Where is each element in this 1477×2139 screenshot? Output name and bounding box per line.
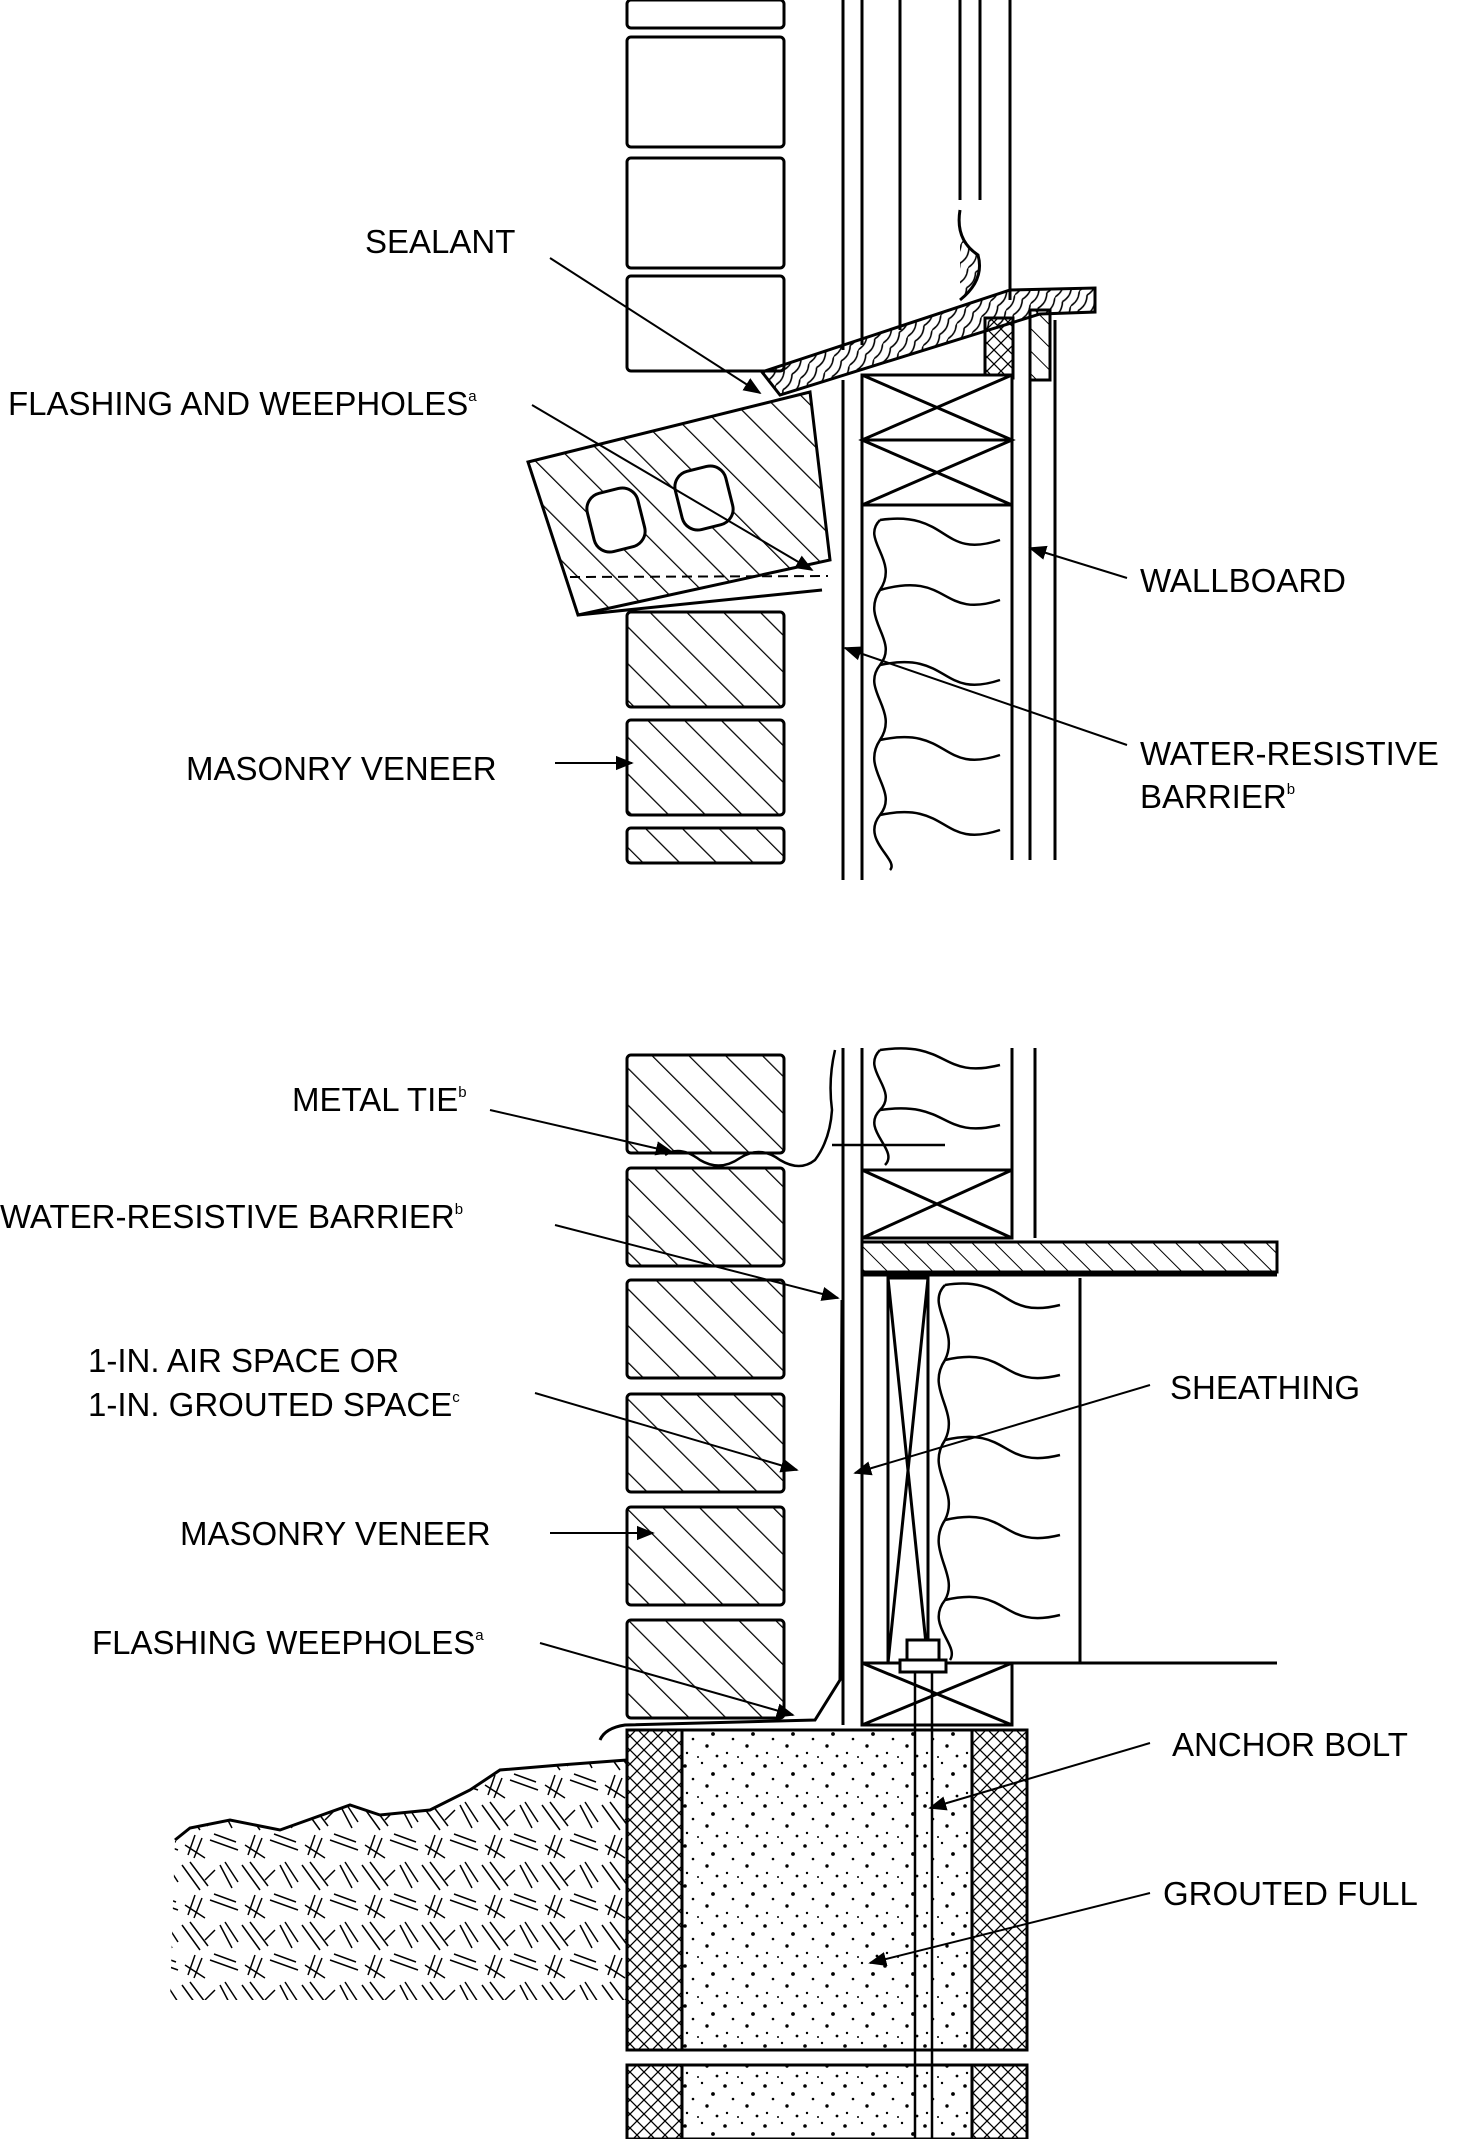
soil <box>170 1758 628 2000</box>
upper-masonry-veneer <box>625 0 786 865</box>
label-upper-wrb-line2: BARRIERb <box>1140 778 1295 815</box>
upper-wall-section <box>526 0 1097 880</box>
label-wallboard: WALLBOARD <box>1140 562 1346 599</box>
lower-frame-wall <box>841 1047 1279 1727</box>
label-lower-flashing: FLASHING WEEPHOLESa <box>92 1624 484 1661</box>
lower-flashing-leader <box>539 1642 795 1718</box>
leader-lines <box>489 257 1151 1967</box>
air-space-leader <box>534 1392 799 1473</box>
label-metal-tie: METAL TIEb <box>292 1081 467 1118</box>
foundation-wall <box>625 1638 1029 2139</box>
label-air-space-line2: 1-IN. GROUTED SPACEc <box>88 1386 460 1423</box>
metal-tie-leader <box>489 1109 674 1156</box>
lower-wrb-leader <box>554 1224 840 1301</box>
label-grouted-full: GROUTED FULL <box>1163 1875 1418 1912</box>
sealant-leader <box>549 257 762 394</box>
label-sealant: SEALANT <box>365 223 515 260</box>
flashing <box>598 1299 844 1741</box>
sheathing-leader <box>853 1384 1151 1476</box>
label-anchor-bolt: ANCHOR BOLT <box>1172 1726 1408 1763</box>
window-frame <box>759 0 1097 397</box>
lower-insulation <box>873 1047 1061 1661</box>
label-lower-masonry-veneer: MASONRY VENEER <box>180 1515 491 1552</box>
label-upper-flashing: FLASHING AND WEEPHOLESa <box>8 385 477 422</box>
upper-wrb-leader <box>843 646 1128 746</box>
label-upper-wrb-line1: WATER-RESISTIVE <box>1140 735 1439 772</box>
label-lower-wrb: WATER-RESISTIVE BARRIERb <box>0 1198 463 1235</box>
metal-tie <box>664 1049 945 1168</box>
labels: SEALANT FLASHING AND WEEPHOLESa WALLBOAR… <box>0 223 1439 1912</box>
upper-frame-wall <box>841 320 1057 880</box>
grouted-full-leader <box>868 1892 1151 1967</box>
upper-flashing-leader <box>531 404 814 571</box>
label-upper-masonry-veneer: MASONRY VENEER <box>186 750 497 787</box>
lower-masonry-veneer <box>625 1053 786 1720</box>
label-air-space-line1: 1-IN. AIR SPACE OR <box>88 1342 399 1379</box>
lower-wall-section <box>170 1047 1279 2139</box>
anchor-bolt-leader <box>928 1742 1151 1811</box>
window-sill <box>526 390 832 617</box>
label-sheathing: SHEATHING <box>1170 1369 1360 1406</box>
wallboard-leader <box>1028 545 1128 579</box>
upper-insulation <box>873 517 1001 871</box>
